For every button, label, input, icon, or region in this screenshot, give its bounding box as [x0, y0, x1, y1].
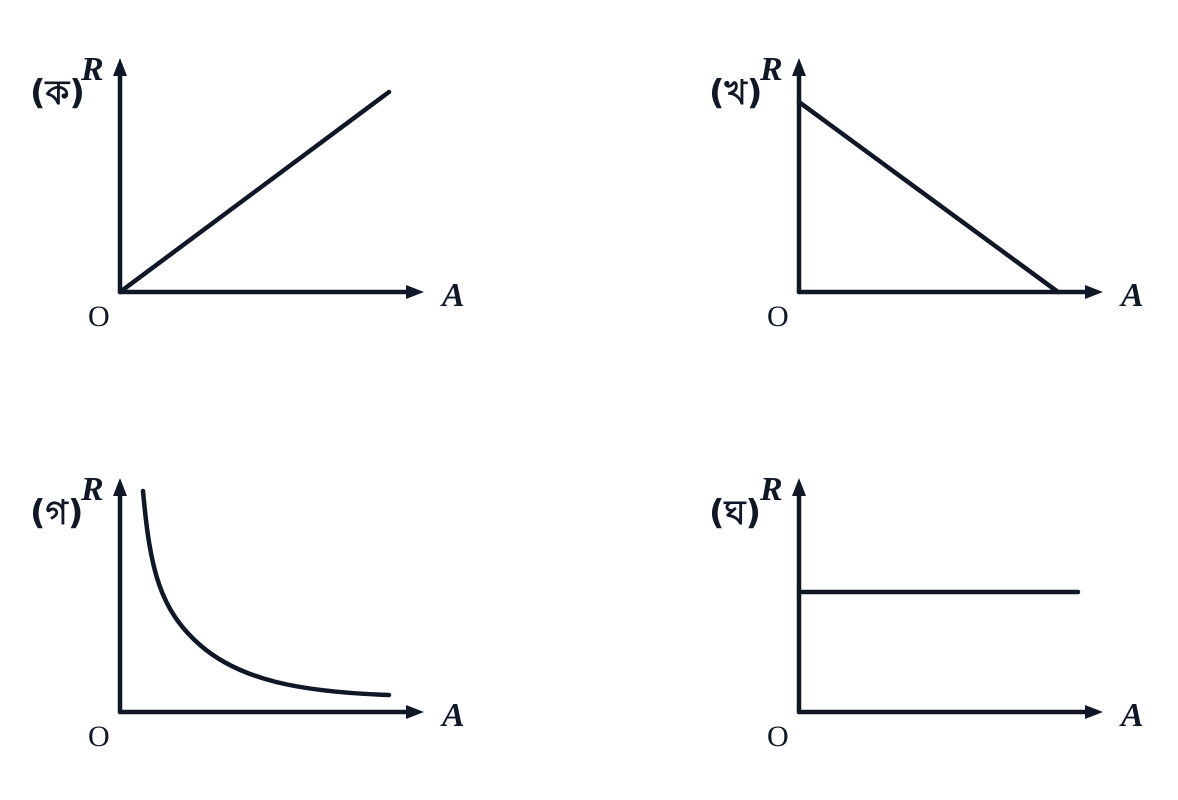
relation-line-decreasing — [796, 99, 1061, 295]
relation-curve-inverse — [140, 488, 392, 698]
y-axis-arrowhead — [792, 58, 806, 76]
x-axis-arrowhead — [1085, 285, 1103, 299]
y-axis-label: R — [80, 471, 104, 508]
origin-label: O — [88, 720, 110, 753]
panel-label: (ঘ) — [709, 493, 761, 533]
panel-label: (গ) — [30, 493, 83, 533]
graph-kha-svg: (খ) R A O — [709, 51, 1144, 333]
x-axis-arrowhead — [406, 705, 424, 719]
panel-label: (খ) — [709, 73, 762, 113]
graph-ka-svg: (ক) R A O — [30, 51, 465, 333]
y-axis-arrowhead — [792, 478, 806, 496]
x-axis-label: A — [440, 277, 465, 314]
y-axis-arrowhead — [113, 58, 127, 76]
graph-ga-svg: (গ) R A O — [30, 471, 465, 753]
x-axis-arrowhead — [1085, 705, 1103, 719]
x-axis-arrowhead — [406, 285, 424, 299]
y-axis-arrowhead — [113, 478, 127, 496]
origin-label: O — [767, 300, 789, 333]
graph-gha-svg: (ঘ) R A O — [709, 471, 1144, 753]
graph-panel-gha: (ঘ) R A O — [589, 400, 1178, 800]
y-axis-label: R — [759, 471, 783, 508]
x-axis-label: A — [1119, 697, 1144, 734]
origin-label: O — [767, 720, 789, 753]
graph-panel-kha: (খ) R A O — [589, 0, 1178, 400]
panel-label: (ক) — [30, 73, 85, 113]
origin-label: O — [88, 300, 110, 333]
x-axis-label: A — [1119, 277, 1144, 314]
graph-panel-ka: (ক) R A O — [0, 0, 589, 400]
y-axis-label: R — [759, 51, 783, 88]
graph-panel-ga: (গ) R A O — [0, 400, 589, 800]
y-axis-label: R — [80, 51, 104, 88]
x-axis-label: A — [440, 697, 465, 734]
relation-line-increasing — [117, 89, 392, 295]
